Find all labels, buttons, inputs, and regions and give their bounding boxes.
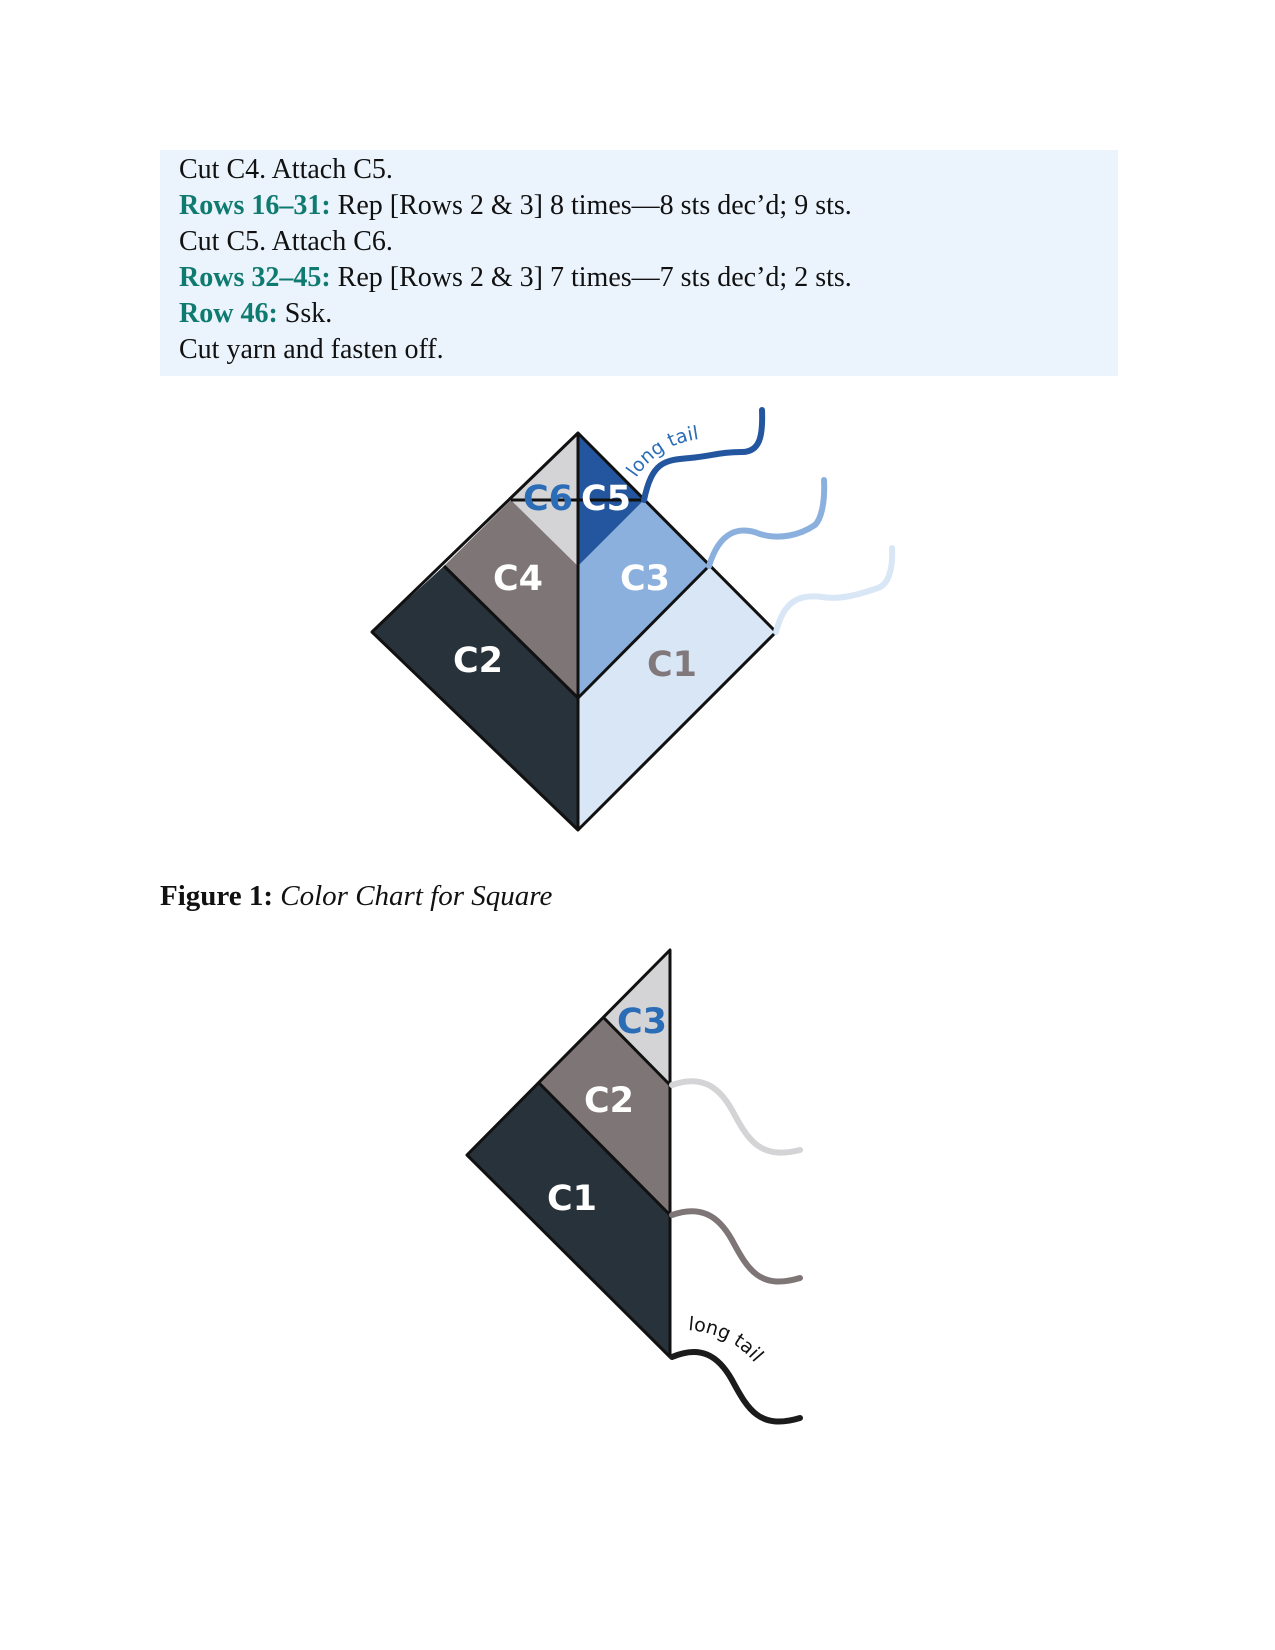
- caption-title: Color Chart for Square: [280, 880, 553, 912]
- instruction-text: Cut C5. Attach C6.: [179, 226, 393, 257]
- region-c3: [578, 500, 709, 698]
- row-label: Rows 16–31:: [179, 190, 331, 221]
- yarn-tail-c3: [706, 477, 828, 569]
- label-c1: C1: [547, 1179, 597, 1219]
- region-c1: [467, 1083, 670, 1357]
- yarn-tail-c1: [773, 545, 896, 635]
- region-c3: [604, 950, 670, 1085]
- instruction-line: Row 46: Ssk.: [179, 296, 1118, 332]
- region-c4: [444, 500, 578, 698]
- instruction-text: Rep [Rows 2 & 3] 7 times—7 sts dec’d; 2 …: [330, 262, 852, 293]
- label-c4: C4: [493, 559, 543, 599]
- region-c2: [372, 566, 578, 830]
- instruction-text: Cut C4. Attach C5.: [179, 154, 393, 185]
- row-label: Row 46:: [179, 298, 278, 329]
- instruction-text: Cut yarn and fasten off.: [179, 334, 444, 365]
- instruction-text: Rep [Rows 2 & 3] 8 times—8 sts dec’d; 9 …: [330, 190, 852, 221]
- region-c2: [539, 1018, 670, 1215]
- yarn-tail-c2: [669, 1208, 803, 1285]
- label-c1: C1: [647, 645, 697, 685]
- label-c3: C3: [620, 559, 670, 599]
- row-label: Rows 32–45:: [179, 262, 331, 293]
- label-c5: C5: [581, 479, 631, 519]
- figure-1-color-chart: long tail C6 C5 C4 C3 C2 C1: [370, 407, 896, 832]
- instruction-text: Ssk.: [277, 298, 333, 329]
- region-c1: [578, 566, 776, 830]
- instruction-line: Cut C4. Attach C5.: [179, 152, 1118, 188]
- instruction-line: Cut yarn and fasten off.: [179, 332, 1118, 368]
- caption-number: Figure 1:: [160, 880, 274, 912]
- instruction-line: Rows 32–45: Rep [Rows 2 & 3] 7 times—7 s…: [179, 260, 1118, 296]
- yarn-tail-c1: [669, 1349, 803, 1425]
- yarn-tail-c3: [669, 1078, 803, 1156]
- figure-1-caption: Figure 1: Color Chart for Square: [160, 878, 552, 914]
- long-tail-label: long tail: [622, 422, 700, 481]
- yarn-tail-c5: [641, 407, 766, 503]
- label-c2: C2: [453, 641, 503, 681]
- long-tail-label: long tail: [688, 1313, 768, 1366]
- figure-2-triangle-chart: long tail C3 C2 C1: [465, 948, 803, 1425]
- label-c3: C3: [617, 1002, 667, 1042]
- instruction-line: Rows 16–31: Rep [Rows 2 & 3] 8 times—8 s…: [179, 188, 1118, 224]
- instructions-box: Cut C4. Attach C5. Rows 16–31: Rep [Rows…: [160, 150, 1118, 376]
- instruction-line: Cut C5. Attach C6.: [179, 224, 1118, 260]
- label-c2: C2: [584, 1081, 634, 1121]
- label-c6: C6: [523, 479, 573, 519]
- region-outlines: [465, 948, 672, 1359]
